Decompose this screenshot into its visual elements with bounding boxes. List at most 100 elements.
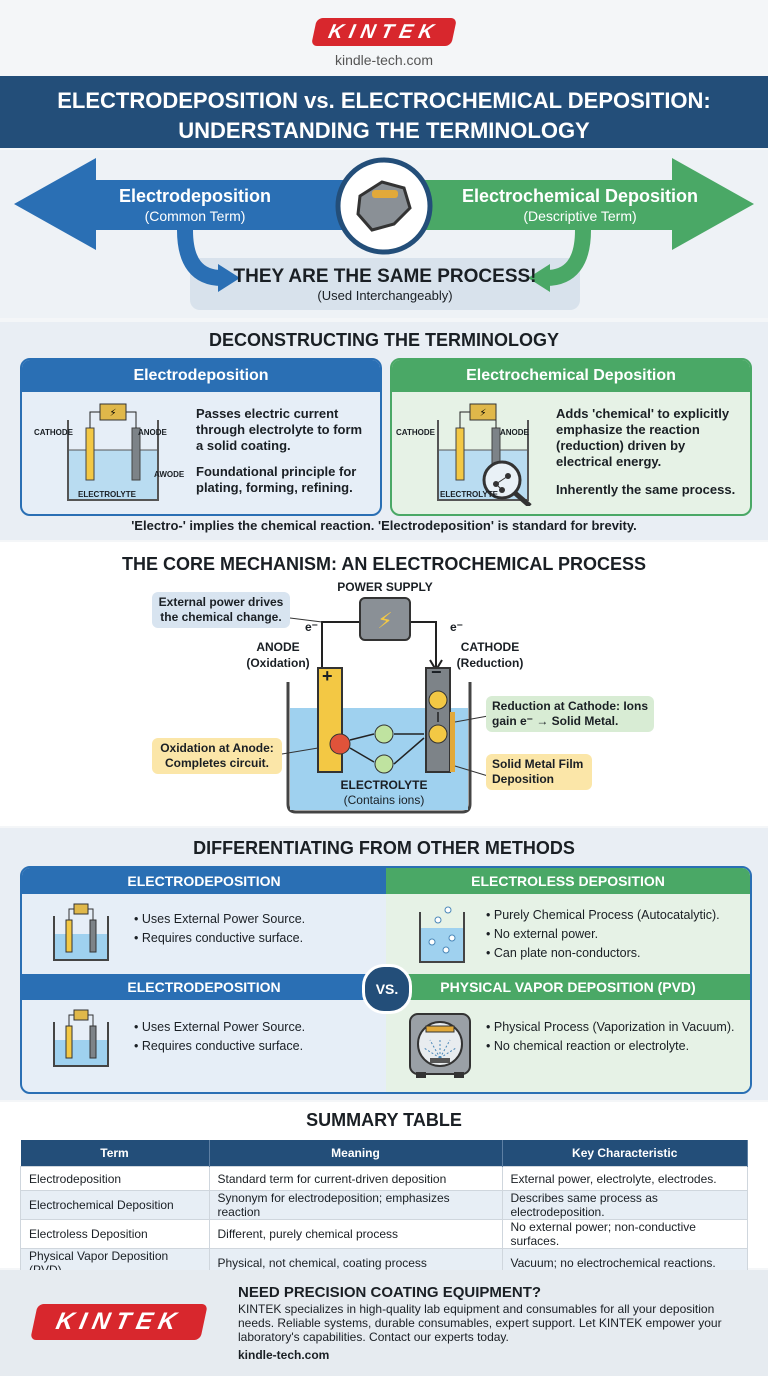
table-cell: Electrochemical Deposition (20, 1190, 210, 1220)
hero-same-text: THEY ARE THE SAME PROCESS! (233, 266, 537, 287)
hero-right-sub: (Descriptive Term) (523, 208, 637, 224)
method-tl-item: Requires conductive surface. (134, 929, 374, 948)
method-bl-item: Requires conductive surface. (134, 1037, 374, 1056)
table-cell: Electrodeposition (20, 1166, 210, 1191)
method-tl-list: Uses External Power Source. Requires con… (134, 910, 374, 948)
deconstruct-left-title: Electrodeposition (22, 360, 380, 392)
table-cell: Electroless Deposition (20, 1219, 210, 1249)
power-supply-label: POWER SUPPLY (337, 580, 433, 594)
deconstruct-section: DECONSTRUCTING THE TERMINOLOGY Electrode… (0, 322, 768, 540)
left-curve-head (218, 264, 240, 292)
method-tr-item: Purely Chemical Process (Autocatalytic). (486, 906, 746, 925)
hero-arrows (14, 157, 754, 310)
summary-table-wrap: Term Meaning Key Characteristic Electrod… (20, 1140, 748, 1278)
circuit-wire-right (410, 621, 437, 668)
electron-label-right: e⁻ (450, 620, 464, 634)
reduction-callout: Reduction at Cathode: Ions gain e⁻ → Sol… (486, 696, 654, 732)
reduction-callout-text: Reduction at Cathode: Ions gain e⁻ → Sol… (492, 699, 648, 728)
film-callout: Solid Metal Film Deposition (486, 754, 592, 790)
method-br-item: Physical Process (Vaporization in Vacuum… (486, 1018, 746, 1037)
coated-part-highlight (372, 190, 398, 198)
anode-electrode (317, 667, 343, 773)
cathode-label: CATHODE (460, 640, 520, 654)
footer-heading: NEED PRECISION COATING EQUIPMENT? (238, 1284, 542, 1301)
table-cell: Different, purely chemical process (208, 1219, 503, 1249)
footer-body: KINTEK specializes in high-quality lab e… (238, 1302, 722, 1344)
table-cell: Synonym for electrodeposition; emphasize… (208, 1190, 503, 1220)
oxidation-callout: Oxidation at Anode: Completes circuit. (152, 738, 282, 774)
brand-site: kindle-tech.com (334, 52, 434, 68)
method-br-title: PHYSICAL VAPOR DEPOSITION (PVD) (386, 974, 750, 1000)
method-tl-title: ELECTRODEPOSITION (22, 868, 386, 894)
right-anode-label: ANODE (500, 428, 529, 437)
table-cell: External power, electrolyte, electrodes. (501, 1166, 748, 1191)
svg-text:⚡: ⚡ (479, 408, 486, 419)
electrolyte-sub-label: (Contains ions) (343, 793, 425, 807)
table-row: Electrodeposition Standard term for curr… (20, 1166, 748, 1191)
left-desc-1: Passes electric current through electrol… (196, 406, 363, 453)
left-cathode-label: CATHODE (34, 428, 73, 437)
svg-text:⚡: ⚡ (109, 408, 116, 419)
metal-film (450, 712, 455, 772)
left-desc-2: Foundational principle for plating, form… (196, 464, 357, 495)
right-electrolyte-label: ELECTROLYTE (440, 490, 498, 499)
deconstruct-heading: DECONSTRUCTING THE TERMINOLOGY (209, 330, 559, 350)
deconstruct-right-title: Electrochemical Deposition (392, 360, 750, 392)
callout-line-ext (289, 617, 323, 623)
title-banner: ELECTRODEPOSITION vs. ELECTROCHEMICAL DE… (0, 76, 768, 148)
footer-site[interactable]: kindle-tech.com (238, 1348, 330, 1362)
same-process-box (190, 258, 580, 310)
electrochemical-cell-icon: ⚡ (437, 403, 532, 506)
summary-table: Term Meaning Key Characteristic Electrod… (20, 1140, 748, 1278)
electron-label-left: e⁻ (305, 620, 319, 634)
method-tr-item: No external power. (486, 925, 746, 944)
hero-same-sub: (Used Interchangeably) (317, 288, 453, 303)
page-title-line2: UNDERSTANDING THE TERMINOLOGY (178, 118, 590, 143)
callout-line-film (454, 765, 489, 777)
vs-badge: VS. (362, 964, 412, 1014)
anode-plus: + (322, 666, 333, 686)
ext-callout: External power drives the chemical chang… (152, 592, 290, 628)
method-bl-item: Uses External Power Source. (134, 1018, 374, 1037)
callout-line-oxidation (281, 747, 319, 755)
deconstruct-left-panel: Electrodeposition ⚡ CATHODE ANODE AWODE … (20, 358, 382, 516)
callout-line-reduction (454, 715, 489, 723)
footer-section: KINTEK NEED PRECISION COATING EQUIPMENT?… (0, 1270, 768, 1376)
anode-label: ANODE (256, 640, 300, 654)
summary-header-key: Key Characteristic (502, 1140, 748, 1167)
mechanism-section: THE CORE MECHANISM: AN ELECTROCHEMICAL P… (0, 542, 768, 826)
method-tr-title: ELECTROLESS DEPOSITION (386, 868, 750, 894)
table-cell: No external power; non-conductive surfac… (501, 1219, 748, 1249)
summary-section: SUMMARY TABLE Term Meaning Key Character… (0, 1102, 768, 1278)
method-br-item: No chemical reaction or electrolyte. (486, 1037, 746, 1056)
ext-callout-text: External power drives the chemical chang… (158, 595, 284, 624)
methods-section: DIFFERENTIATING FROM OTHER METHODS ELECT… (0, 828, 768, 1100)
left-anode2-label: AWODE (154, 470, 185, 479)
summary-heading: SUMMARY TABLE (306, 1110, 462, 1130)
left-anode-label: ANODE (138, 428, 167, 437)
film-callout-text: Solid Metal Film Deposition (492, 757, 584, 786)
power-supply-box (359, 597, 411, 641)
brand-logo[interactable]: KINTEK (311, 18, 457, 46)
svg-text:⚡: ⚡ (377, 609, 392, 634)
left-curve-arrow (177, 229, 223, 286)
mechanism-diagram: ⚡ (281, 597, 489, 814)
left-electrolyte-label: ELECTROLYTE (78, 490, 136, 499)
right-arrow-shape (425, 158, 754, 250)
method-tl-item: Uses External Power Source. (134, 910, 374, 929)
table-cell: Describes same process as electrodeposit… (501, 1190, 748, 1220)
table-cell: Standard term for current-driven deposit… (208, 1166, 503, 1191)
electrodeposition-cell-icon: ⚡ (67, 403, 159, 501)
cathode-minus: − (431, 662, 442, 682)
summary-header-term: Term (20, 1140, 210, 1167)
table-row: Electroless Deposition Different, purely… (20, 1219, 748, 1249)
method-tr-list: Purely Chemical Process (Autocatalytic).… (486, 906, 746, 963)
cathode-sub-label: (Reduction) (456, 656, 524, 670)
deconstruct-note: 'Electro-' implies the chemical reaction… (131, 518, 637, 533)
hero-right-term: Electrochemical Deposition (461, 186, 699, 206)
electrolyte-label: ELECTROLYTE (340, 778, 428, 792)
method-bl-list: Uses External Power Source. Requires con… (134, 1018, 374, 1056)
footer-logo[interactable]: KINTEK (30, 1304, 208, 1340)
page-title-line1: ELECTRODEPOSITION vs. ELECTROCHEMICAL DE… (57, 88, 711, 113)
anode-sub-label: (Oxidation) (246, 656, 310, 670)
